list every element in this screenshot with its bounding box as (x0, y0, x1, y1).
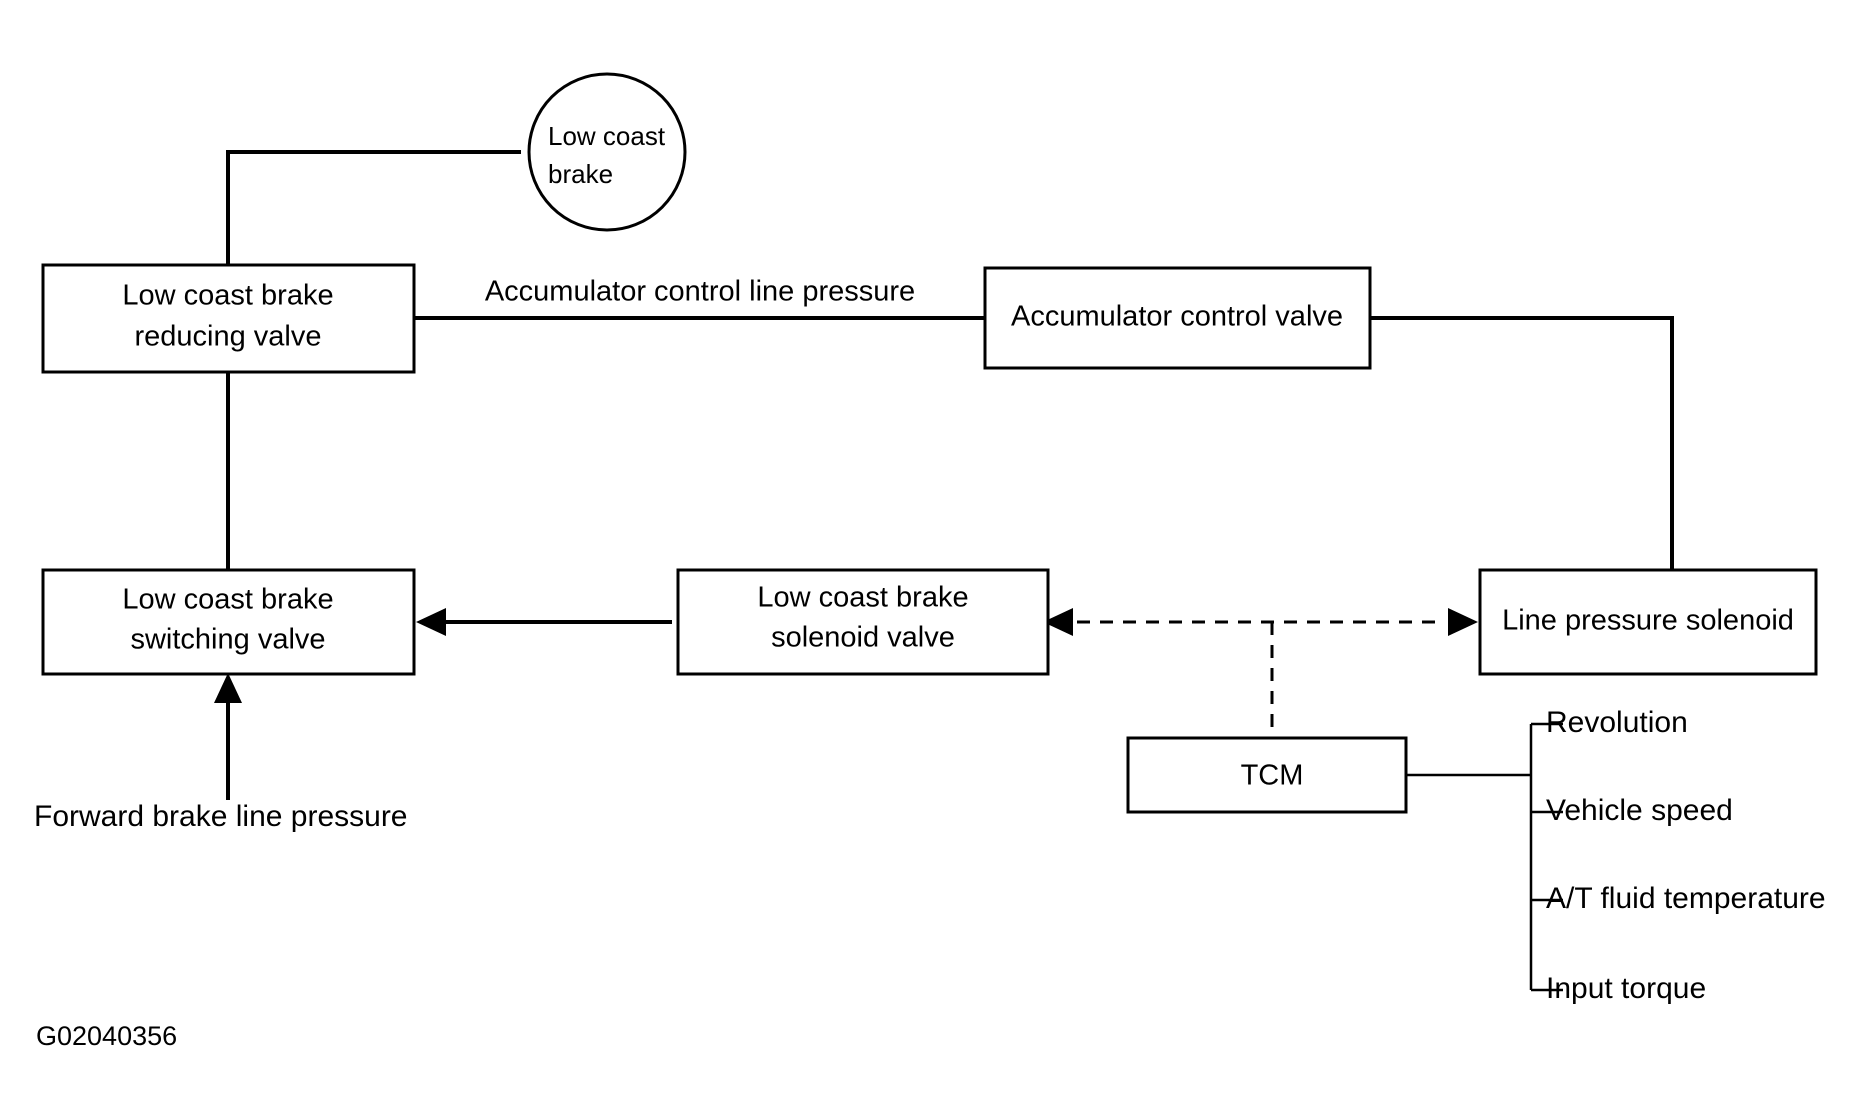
node-low-coast-brake-switching-valve[interactable]: Low coast brake switching valve (41, 568, 416, 676)
line-pressure-solenoid-box (1478, 568, 1818, 676)
tcm-box (1126, 736, 1408, 814)
tcm-label: TCM (1241, 760, 1304, 792)
tcm-input-label-revolution: Revolution (1546, 706, 1688, 739)
reducing-valve-box (41, 263, 416, 374)
node-low-coast-brake[interactable]: Low coast brake (527, 72, 687, 232)
figure-id-label: G02040356 (36, 1021, 177, 1051)
arrowhead-signal-to-solenoid-valve (1043, 608, 1073, 636)
line-pressure-solenoid-label: Line pressure solenoid (1502, 605, 1794, 637)
switching-valve-label-line2: switching valve (130, 624, 325, 656)
forward-brake-line-pressure-label: Forward brake line pressure (34, 800, 408, 833)
node-line-pressure-solenoid[interactable]: Line pressure solenoid (1478, 568, 1818, 676)
arrowhead-into-switching-valve-bottom (214, 673, 242, 703)
low-coast-brake-circle (527, 72, 687, 232)
reducing-valve-label-line1: Low coast brake (122, 280, 333, 312)
solenoid-valve-label-line1: Low coast brake (757, 582, 968, 614)
node-low-coast-brake-reducing-valve[interactable]: Low coast brake reducing valve (41, 263, 416, 374)
node-low-coast-brake-solenoid-valve[interactable]: Low coast brake solenoid valve (676, 568, 1050, 676)
low-coast-brake-label-line2: brake (548, 159, 613, 189)
tcm-input-label-input-torque: Input torque (1546, 972, 1706, 1005)
node-accumulator-control-valve[interactable]: Accumulator control valve (983, 266, 1372, 370)
solenoid-valve-label-line2: solenoid valve (771, 622, 955, 654)
switching-valve-label-line1: Low coast brake (122, 584, 333, 616)
arrowhead-into-switching-valve (416, 608, 446, 636)
tcm-input-label-vehicle-speed: Vehicle speed (1546, 794, 1733, 827)
accumulator-control-valve-label: Accumulator control valve (1011, 301, 1343, 333)
node-tcm[interactable]: TCM (1126, 736, 1408, 814)
accumulator-control-line-pressure-label: Accumulator control line pressure (485, 276, 915, 308)
tcm-input-label-at-fluid-temperature: A/T fluid temperature (1546, 882, 1826, 915)
reducing-valve-label-line2: reducing valve (135, 321, 322, 353)
connector-low-coast-brake-to-reducing-valve (226, 150, 521, 265)
accumulator-control-valve-box (983, 266, 1372, 370)
low-coast-brake-label-line1: Low coast (548, 121, 666, 151)
solenoid-valve-box (676, 568, 1050, 676)
switching-valve-box (41, 568, 416, 676)
arrowhead-signal-to-line-pressure-solenoid (1448, 608, 1478, 636)
connector-accumulator-valve-to-line-pressure-solenoid (1370, 316, 1674, 570)
